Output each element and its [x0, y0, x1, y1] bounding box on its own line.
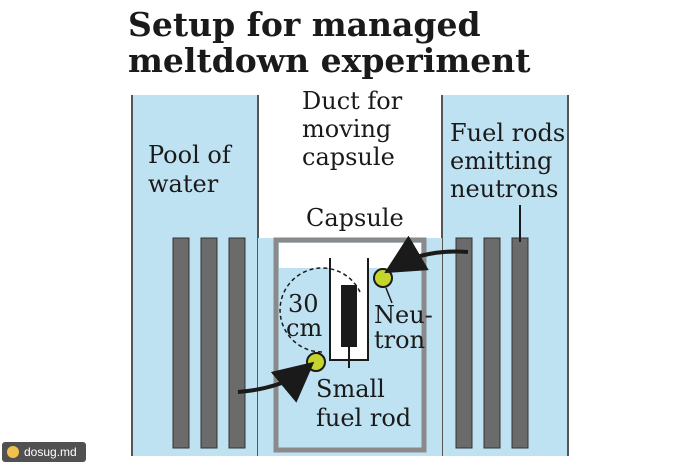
neutron-dot-upper — [373, 268, 393, 288]
left-fuel-rod-3 — [228, 237, 246, 449]
pool-label-line-2: water — [148, 170, 219, 198]
small-fuel-rod — [341, 285, 357, 347]
left-fuel-rod-2 — [200, 237, 218, 449]
neutron-dot-lower — [306, 352, 326, 372]
fuel-rods-label-line-2: emitting — [450, 147, 552, 175]
left-fuel-rod-1 — [172, 237, 190, 449]
watermark-logo-icon — [7, 446, 19, 458]
duct-label-line-1: Duct for — [302, 87, 403, 115]
capsule-frame — [273, 237, 427, 453]
distance-label-line-2: cm — [286, 314, 322, 342]
small-rod-label-line-1: Small — [316, 375, 385, 403]
neutron-leader — [385, 287, 393, 304]
watermark-bg — [2, 442, 86, 462]
pool-label-line-1: Pool of — [148, 141, 233, 169]
duct-label-line-2: moving — [302, 115, 391, 143]
right-fuel-rod-1 — [455, 237, 473, 449]
neutron-label-line-2: tron — [374, 326, 425, 354]
fuel-rods-label-line-3: neutrons — [450, 175, 558, 203]
watermark: dosug.md — [2, 442, 86, 462]
neutron-label-line-1: Neu- — [374, 301, 433, 329]
fuel-rods-label-line-1: Fuel rods — [450, 119, 565, 147]
distance-label-line-1: 30 — [288, 290, 319, 318]
duct-label-line-3: capsule — [302, 143, 395, 171]
right-fuel-rod-3 — [511, 237, 529, 449]
arrow-right-to-capsule — [384, 235, 469, 274]
arrow-left-to-capsule — [237, 361, 315, 403]
small-rod-label-line-2: fuel rod — [316, 404, 411, 432]
right-fuel-rod-2 — [483, 237, 501, 449]
title-line-1: Setup for managed — [128, 5, 481, 44]
capsule-label: Capsule — [306, 204, 404, 232]
title-line-2: meltdown experiment — [128, 41, 531, 80]
watermark-text: dosug.md — [24, 445, 77, 459]
